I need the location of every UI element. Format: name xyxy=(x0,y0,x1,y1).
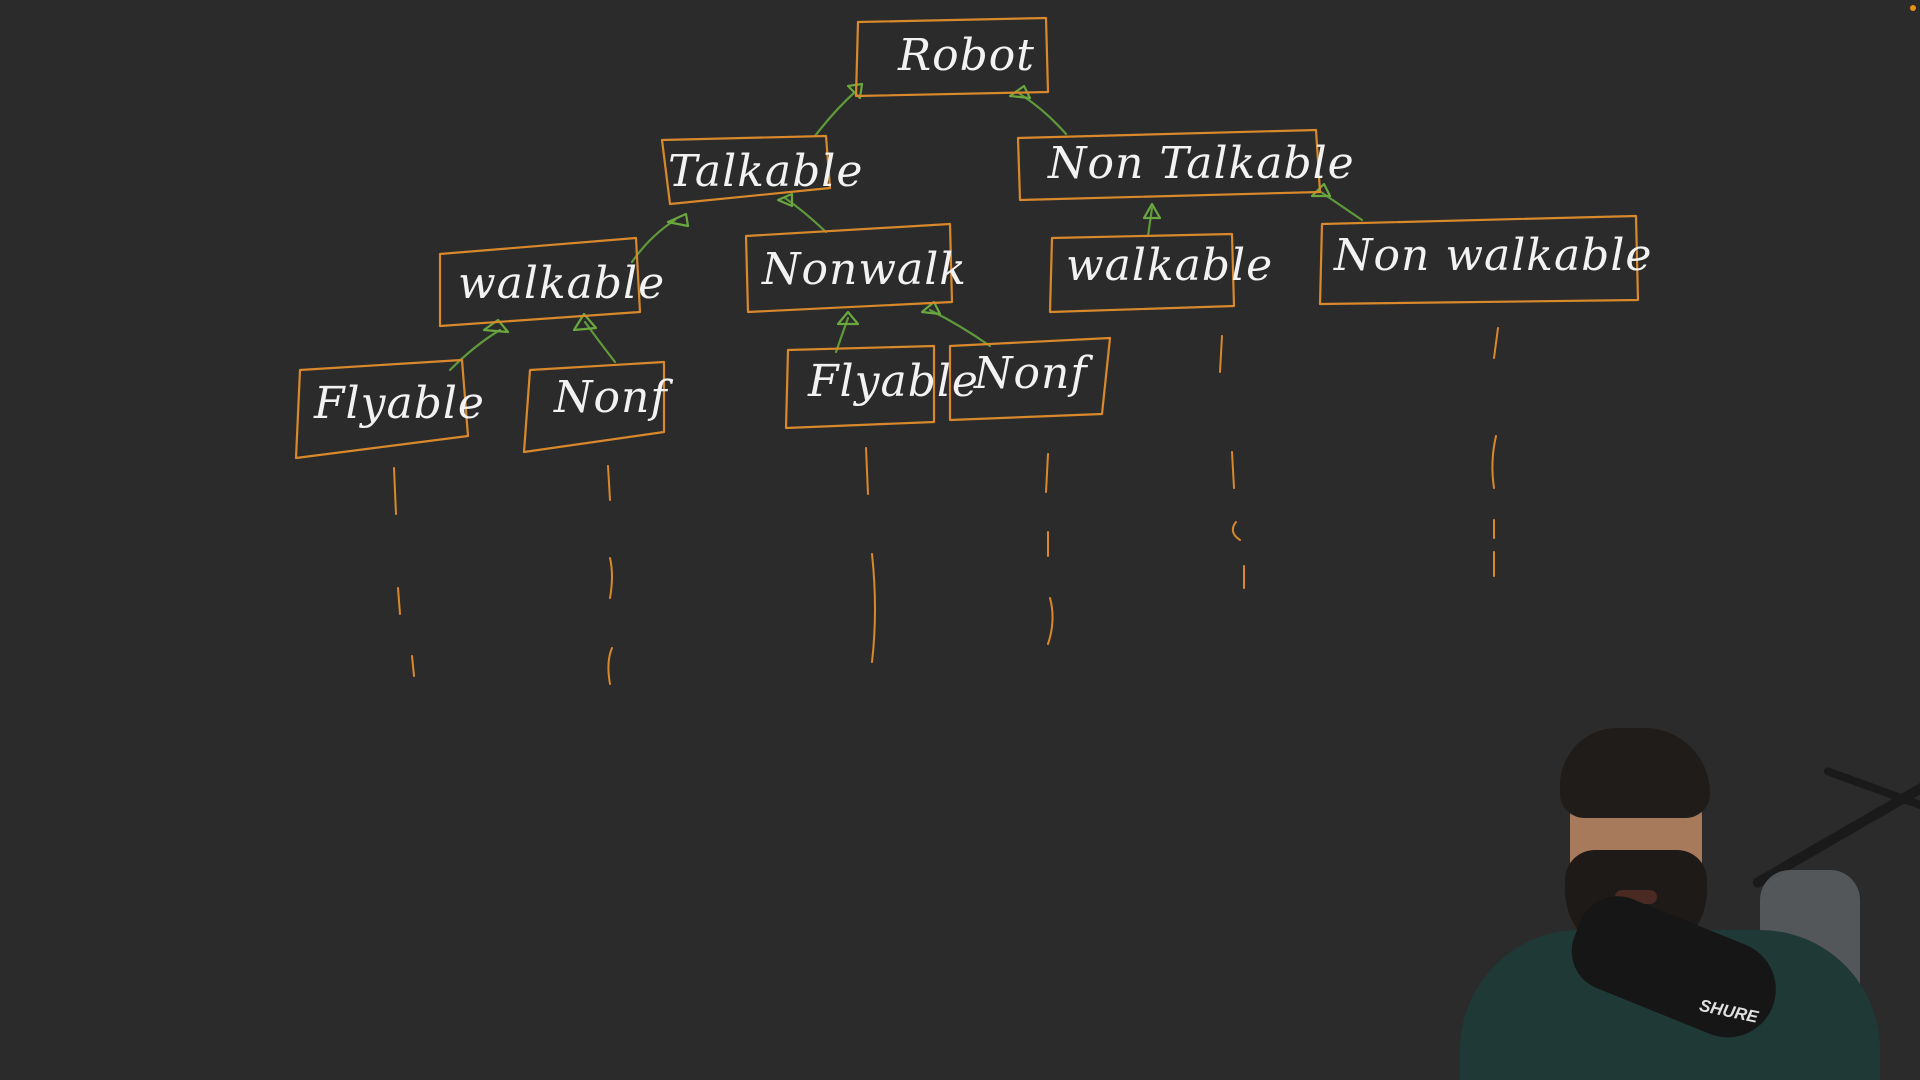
node-walkable-left: walkable xyxy=(438,236,665,328)
dash-nonf-mid-3 xyxy=(1047,597,1054,645)
dash-flyable-mid-2 xyxy=(871,553,876,663)
node-non-talkable-label: Non Talkable xyxy=(1047,138,1355,189)
dash-flyable-left-3 xyxy=(411,655,415,677)
dash-nonwalkable-1 xyxy=(1493,327,1499,359)
dash-flyable-left-2 xyxy=(397,587,401,615)
node-walkable-right: walkable xyxy=(1048,232,1273,314)
arrow-head-nontalkable-right xyxy=(1310,182,1332,198)
dash-nonf-mid-1 xyxy=(1045,453,1049,493)
node-flyable-left-label: Flyable xyxy=(313,378,485,429)
node-flyable-left-box xyxy=(294,358,470,460)
node-walkable-left-label: walkable xyxy=(458,258,665,309)
node-robot-box xyxy=(854,16,1050,98)
node-flyable-left: Flyable xyxy=(294,358,485,460)
edge-nonf-walkable xyxy=(583,320,617,364)
edge-walkable-nontalkable xyxy=(1146,206,1154,238)
arrow-head-talkable-left xyxy=(666,212,690,228)
node-walkable-left-box xyxy=(438,236,642,328)
node-robot: Robot xyxy=(854,16,1050,98)
edge-talkable-robot xyxy=(813,90,857,138)
presenter-webcam: SHURE xyxy=(1420,700,1920,1080)
arrow-head-robot-left xyxy=(846,82,864,100)
node-nonf-mid-label: Nonf xyxy=(973,348,1093,399)
arrow-head-nonwalk-right xyxy=(920,300,942,316)
dash-walkable-right-2 xyxy=(1231,451,1235,489)
presenter-hair xyxy=(1560,728,1710,818)
dash-walkable-right-1 xyxy=(1219,335,1223,373)
node-non-talkable-box xyxy=(1016,128,1322,202)
node-talkable-box xyxy=(660,134,832,206)
recording-indicator xyxy=(1910,5,1916,11)
node-nonf-left: Nonf xyxy=(522,360,673,454)
node-walkable-right-box xyxy=(1048,232,1236,314)
dash-flyable-mid-1 xyxy=(865,447,869,495)
node-non-talkable: Non Talkable xyxy=(1016,128,1355,202)
continuation-dashes xyxy=(393,327,1499,685)
dash-nonf-left-3 xyxy=(607,647,613,685)
arrow-head-walkable-right xyxy=(572,312,598,332)
arrow-head-nonwalk-left xyxy=(836,310,860,326)
edge-nonwalk-talkable xyxy=(783,196,828,234)
edge-nontalkable-robot xyxy=(1018,92,1068,136)
node-flyable-mid-label: Flyable xyxy=(807,356,979,407)
edge-flyable-walkable xyxy=(448,328,502,372)
node-nonwalk-label: Nonwalk xyxy=(761,244,967,295)
node-talkable: Talkable xyxy=(660,134,863,206)
node-flyable-mid-box xyxy=(784,344,936,430)
dash-nonf-left-1 xyxy=(607,465,611,501)
node-non-walkable: Non walkable xyxy=(1318,214,1652,306)
arrow-head-nontalkable-left xyxy=(1142,202,1162,220)
node-non-walkable-label: Non walkable xyxy=(1333,230,1652,281)
node-nonf-left-box xyxy=(522,360,666,454)
dash-nonwalkable-2 xyxy=(1491,435,1497,489)
node-talkable-label: Talkable xyxy=(668,146,863,197)
arrow-head-walkable-left xyxy=(482,318,510,334)
edge-nonf-nonwalk xyxy=(928,308,992,348)
node-nonf-mid: Nonf xyxy=(948,336,1112,422)
node-nonf-mid-box xyxy=(948,336,1112,422)
node-robot-label: Robot xyxy=(897,30,1035,81)
edge-walkable-talkable xyxy=(630,218,677,264)
edges xyxy=(448,82,1364,372)
node-walkable-right-label: walkable xyxy=(1066,240,1273,291)
node-nonwalk-box xyxy=(744,222,954,314)
dash-flyable-left-1 xyxy=(393,467,397,515)
dash-nonf-left-2 xyxy=(609,557,613,599)
node-nonf-left-label: Nonf xyxy=(553,372,673,423)
node-nonwalk: Nonwalk xyxy=(744,222,967,314)
arrow-head-talkable-right xyxy=(776,192,794,208)
dash-walkable-right-3 xyxy=(1231,521,1241,541)
edge-nonwalkable-nontalkable xyxy=(1316,188,1364,222)
node-non-walkable-box xyxy=(1318,214,1640,306)
